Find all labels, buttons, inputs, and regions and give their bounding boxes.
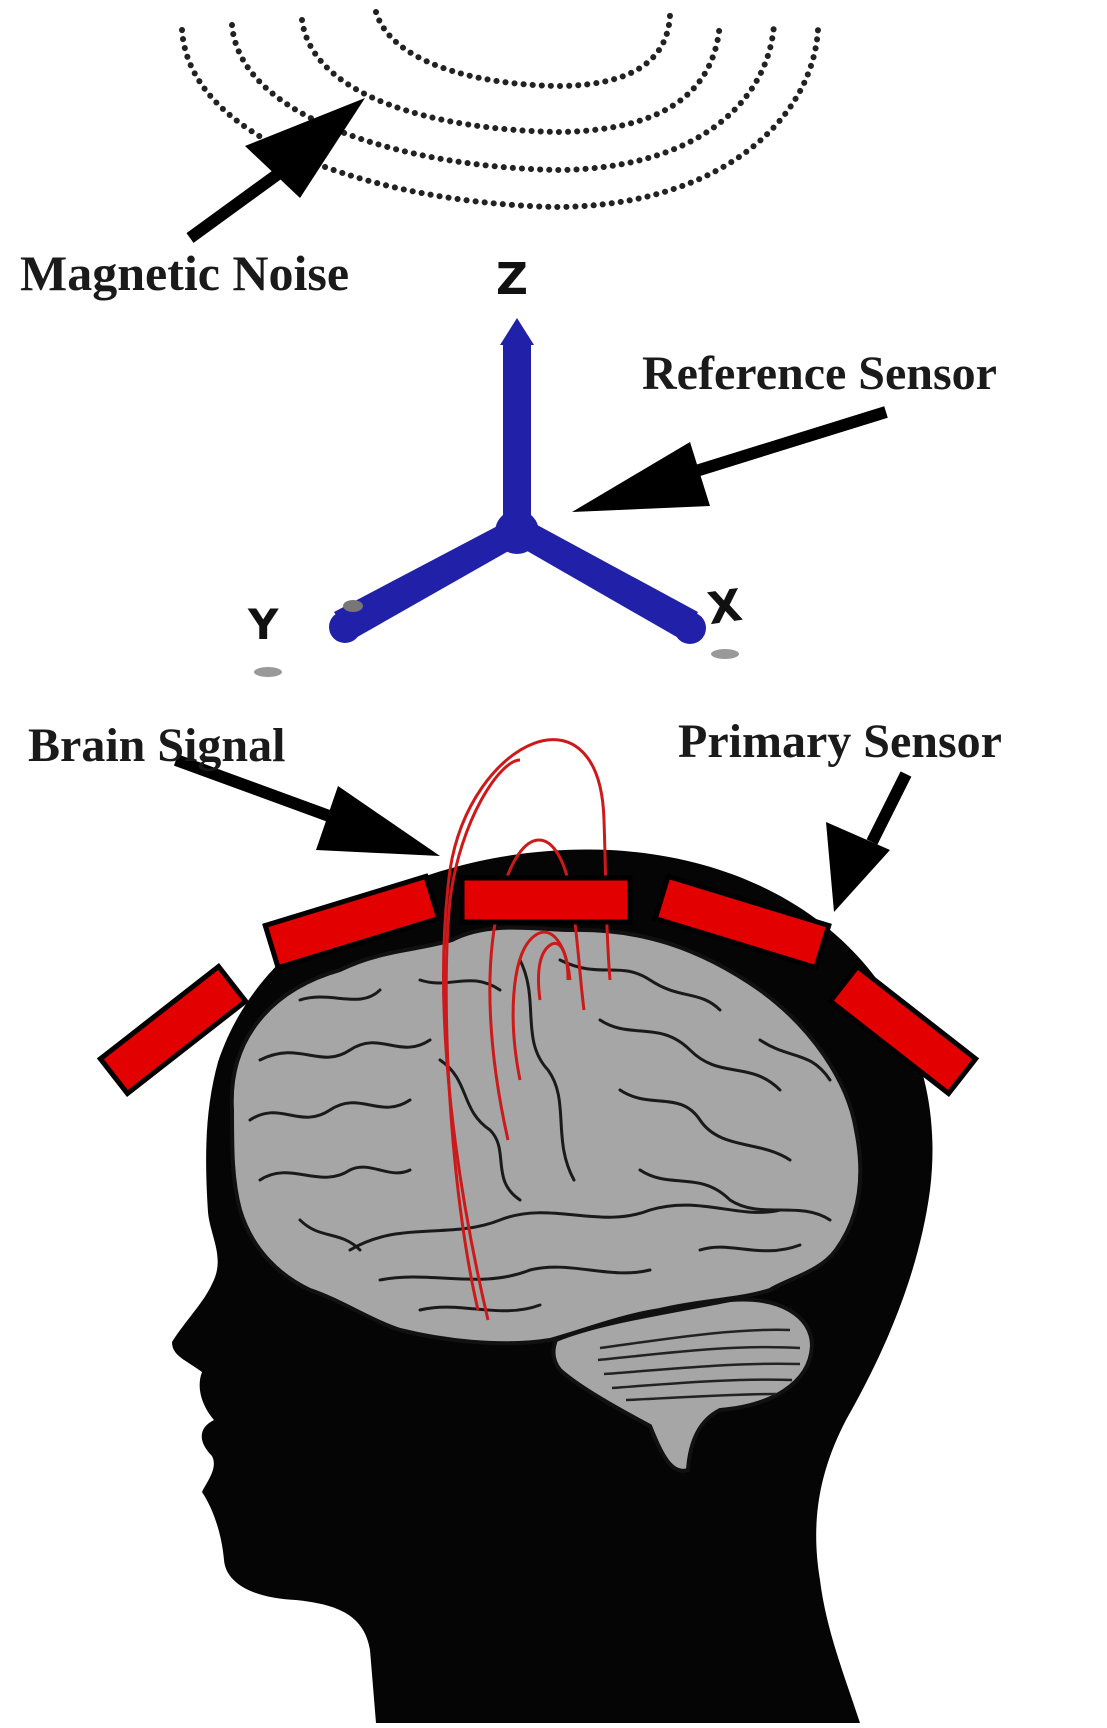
- reference-sensor-label: Reference Sensor: [642, 347, 997, 400]
- noise-arc-2: [229, 22, 777, 174]
- y-axis-bar: [334, 522, 528, 640]
- brain-signal-field-lines: [442, 738, 612, 1321]
- noise-arc-1: [179, 27, 821, 211]
- cerebellum-folds: [597, 1328, 801, 1402]
- reference-sensor-axes: [329, 318, 706, 644]
- x-shadow: [711, 649, 739, 659]
- primary-sensor-array: [96, 873, 980, 1098]
- sensor-left-inner: [262, 873, 442, 971]
- noise-arc-3: [299, 17, 723, 136]
- y-axis-cap: [343, 600, 363, 612]
- brain-signal-arrow: [173, 754, 440, 856]
- x-axis-label: X: [704, 579, 746, 636]
- y-axis-label: Y: [248, 600, 279, 649]
- brain-sulci: [248, 958, 832, 1313]
- y-shadow: [254, 667, 282, 677]
- reference-sensor-arrow: [572, 406, 888, 512]
- primary-sensor-arrow: [826, 771, 912, 912]
- sensor-center: [459, 875, 633, 925]
- sensor-left-outer: [96, 962, 250, 1098]
- brain-cerebrum: [229, 925, 863, 1346]
- magnetic-noise-arrow: [186, 98, 365, 243]
- sensor-right-outer: [826, 962, 980, 1098]
- z-axis-label: Z: [496, 254, 528, 305]
- z-axis-arrowhead: [500, 318, 534, 345]
- z-axis-bar: [503, 342, 531, 532]
- magnetic-noise-waves: [179, 9, 821, 211]
- primary-sensor-label: Primary Sensor: [678, 715, 1002, 768]
- x-axis-bar: [508, 520, 698, 640]
- brain-signal-label: Brain Signal: [28, 719, 286, 772]
- sensor-right-inner: [652, 873, 832, 971]
- brain-cerebellum: [551, 1297, 815, 1473]
- magnetic-noise-label: Magnetic Noise: [20, 245, 350, 301]
- noise-arc-4: [373, 9, 673, 90]
